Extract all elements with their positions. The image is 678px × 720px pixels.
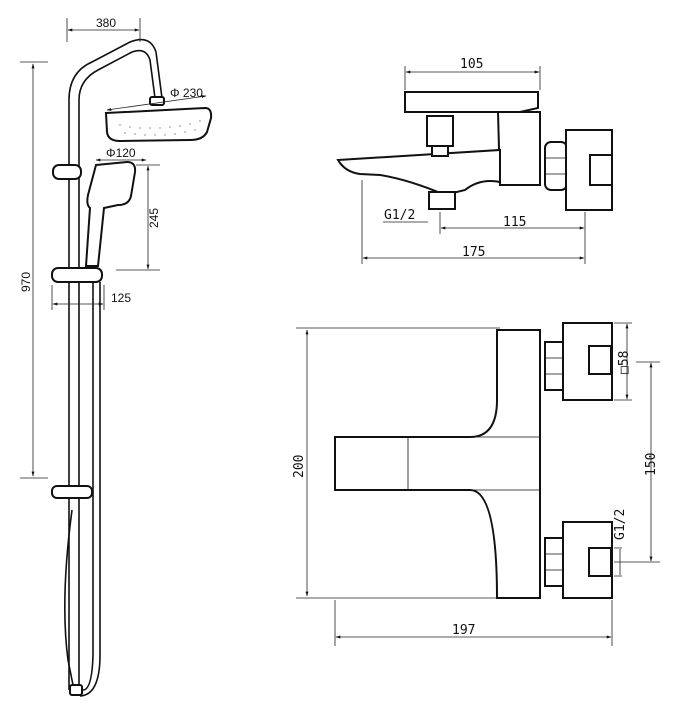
slider-bracket-top [52, 164, 82, 180]
dim-150-label: 150 [644, 453, 659, 476]
nut [544, 141, 568, 191]
diverter-outlet [51, 485, 93, 499]
dim-197-label: 197 [452, 623, 475, 638]
outlet [428, 191, 456, 210]
dim-245-label: 245 [147, 208, 161, 228]
dim-970-label: 970 [19, 272, 33, 292]
body-top [334, 329, 541, 599]
dim-flange-label: □58 [617, 351, 632, 374]
thread-label-side: G1/2 [384, 208, 415, 223]
dim-125-label: 125 [111, 291, 131, 305]
dim-105-label: 105 [460, 57, 483, 72]
diverter-knob [426, 115, 454, 147]
hand-shower [84, 160, 137, 267]
mixer-top-view [296, 322, 660, 646]
rain-shower-head [104, 106, 213, 143]
spout [336, 148, 501, 197]
dim-200-label: 200 [292, 455, 307, 478]
dim-115-label: 115 [503, 215, 526, 230]
dim-hand-diameter-label: Φ120 [106, 146, 136, 160]
dim-175-label: 175 [462, 245, 485, 260]
slider-bracket-bottom [51, 267, 103, 283]
thread-label-top: G1/2 [613, 509, 628, 540]
shower-column-drawing [20, 18, 213, 697]
dim-380-label: 380 [96, 16, 116, 30]
mixer-side-view [336, 66, 613, 264]
dim-head-diameter-label: Φ 230 [170, 86, 203, 100]
